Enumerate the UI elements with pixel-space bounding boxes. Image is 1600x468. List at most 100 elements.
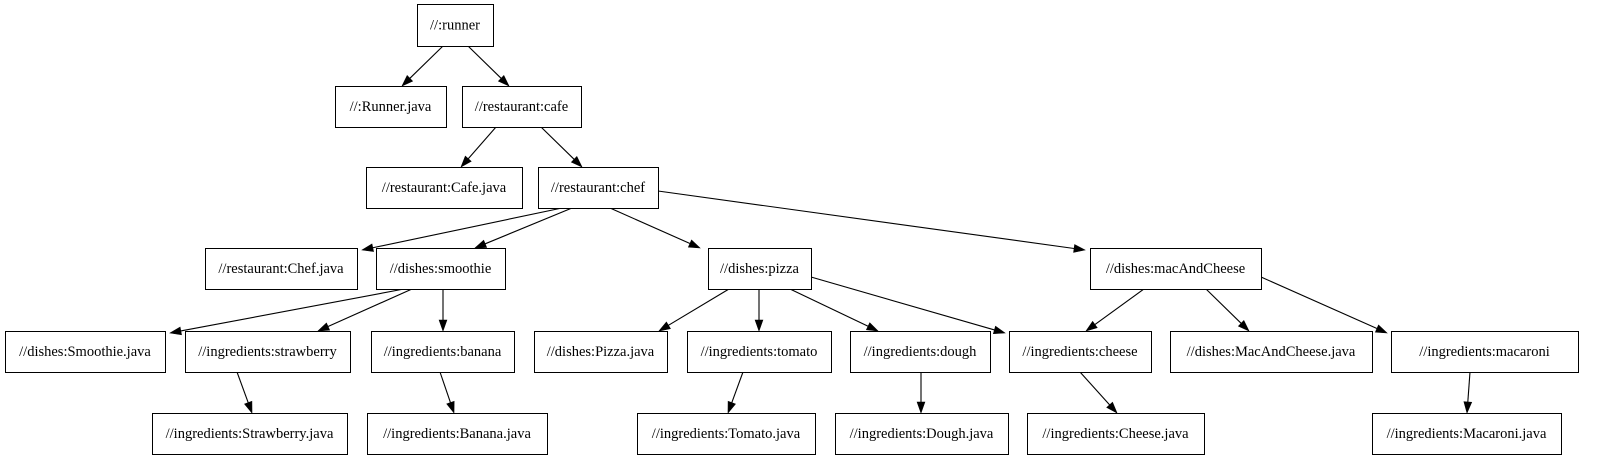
graph-node-dishes_smoothie[interactable]: //dishes:smoothie xyxy=(376,248,506,290)
edge-line xyxy=(731,371,744,403)
edge-line xyxy=(467,126,497,160)
node-label: //ingredients:Tomato.java xyxy=(652,426,801,442)
graph-node-tomato_java[interactable]: //ingredients:Tomato.java xyxy=(637,413,816,455)
graph-node-dishes_macandch[interactable]: //dishes:macAndCheese xyxy=(1090,248,1262,290)
node-box[interactable] xyxy=(534,331,668,373)
node-box[interactable] xyxy=(462,86,582,128)
graph-node-banana_java[interactable]: //ingredients:Banana.java xyxy=(367,413,548,455)
graph-node-runner[interactable]: //:runner xyxy=(417,4,494,47)
edge-line xyxy=(236,371,249,403)
edge-arrowhead-icon xyxy=(446,400,455,414)
node-box[interactable] xyxy=(687,331,832,373)
graph-node-restaurant_chef[interactable]: //restaurant:chef xyxy=(538,167,659,209)
graph-node-cheese_java[interactable]: //ingredients:Cheese.java xyxy=(1027,413,1205,455)
edge-line xyxy=(327,288,413,328)
graph-node-macandcheese_java[interactable]: //dishes:MacAndCheese.java xyxy=(1170,331,1373,373)
graph-edge xyxy=(1085,288,1145,332)
edge-arrowhead-icon xyxy=(401,75,414,87)
edge-arrowhead-icon xyxy=(754,319,764,332)
node-label: //ingredients:Banana.java xyxy=(383,426,531,442)
node-label: //restaurant:Cafe.java xyxy=(382,180,507,196)
graph-edge xyxy=(438,289,448,332)
node-box[interactable] xyxy=(1027,413,1205,455)
node-box[interactable] xyxy=(335,86,447,128)
graph-edge xyxy=(474,207,573,249)
graph-edge xyxy=(169,288,405,336)
edge-arrowhead-icon xyxy=(865,322,879,332)
node-label: //dishes:Smoothie.java xyxy=(19,344,151,360)
graph-node-ing_strawberry[interactable]: //ingredients:strawberry xyxy=(185,331,351,373)
edge-line xyxy=(180,288,405,332)
graph-edge xyxy=(916,372,926,414)
node-label: //ingredients:Cheese.java xyxy=(1042,426,1189,442)
graph-node-macaroni_java[interactable]: //ingredients:Macaroni.java xyxy=(1372,413,1562,455)
nodes-layer: //:runner //:Runner.java //restaurant:cafe… xyxy=(5,4,1579,455)
graph-node-dishes_pizza[interactable]: //dishes:pizza xyxy=(708,248,812,290)
edge-line xyxy=(409,45,444,79)
edge-arrowhead-icon xyxy=(460,155,472,168)
graph-node-ing_cheese[interactable]: //ingredients:cheese xyxy=(1009,331,1152,373)
edge-line xyxy=(1079,371,1111,406)
edge-arrowhead-icon xyxy=(992,325,1006,335)
graph-node-ing_dough[interactable]: //ingredients:dough xyxy=(850,331,991,373)
graph-node-restaurant_cafe[interactable]: //restaurant:cafe xyxy=(462,86,582,128)
graph-edge xyxy=(236,371,253,414)
node-box[interactable] xyxy=(538,167,659,209)
edge-line xyxy=(372,207,563,249)
node-label: //restaurant:chef xyxy=(551,180,645,196)
node-box[interactable] xyxy=(366,167,523,209)
node-label: //ingredients:dough xyxy=(864,344,978,360)
node-label: //ingredients:strawberry xyxy=(198,344,337,360)
graph-edge xyxy=(789,288,879,332)
graph-edge xyxy=(460,126,497,168)
edge-arrowhead-icon xyxy=(1237,320,1250,332)
graph-node-ing_banana[interactable]: //ingredients:banana xyxy=(371,331,515,373)
node-box[interactable] xyxy=(1009,331,1152,373)
graph-node-cafe_java[interactable]: //restaurant:Cafe.java xyxy=(366,167,523,209)
graph-node-strawberry_java[interactable]: //ingredients:Strawberry.java xyxy=(152,413,348,455)
graph-edge xyxy=(810,276,1006,335)
edge-line xyxy=(467,45,502,79)
edge-line xyxy=(1467,371,1471,403)
node-box[interactable] xyxy=(1391,331,1579,373)
edge-arrowhead-icon xyxy=(1085,320,1098,332)
edge-arrowhead-icon xyxy=(169,326,182,336)
node-box[interactable] xyxy=(835,413,1009,455)
node-label: //ingredients:Macaroni.java xyxy=(1387,426,1547,442)
graph-edge xyxy=(361,207,563,252)
edge-arrowhead-icon xyxy=(1463,401,1473,414)
edges-layer xyxy=(169,45,1473,414)
edge-arrowhead-icon xyxy=(361,243,374,252)
node-box[interactable] xyxy=(850,331,991,373)
graph-node-smoothie_java[interactable]: //dishes:Smoothie.java xyxy=(5,331,166,373)
node-box[interactable] xyxy=(1090,248,1262,290)
node-box[interactable] xyxy=(205,248,358,290)
node-box[interactable] xyxy=(1170,331,1373,373)
graph-node-ing_macaroni[interactable]: //ingredients:macaroni xyxy=(1391,331,1579,373)
node-box[interactable] xyxy=(637,413,816,455)
node-box[interactable] xyxy=(417,4,494,47)
graph-node-ing_tomato[interactable]: //ingredients:tomato xyxy=(687,331,832,373)
edge-arrowhead-icon xyxy=(727,400,736,414)
node-box[interactable] xyxy=(708,248,812,290)
graph-node-runner_java[interactable]: //:Runner.java xyxy=(335,86,447,128)
node-box[interactable] xyxy=(376,248,506,290)
node-box[interactable] xyxy=(5,331,166,373)
graph-node-chef_java[interactable]: //restaurant:Chef.java xyxy=(205,248,358,290)
edge-line xyxy=(789,288,869,327)
edge-arrowhead-icon xyxy=(916,401,926,414)
node-box[interactable] xyxy=(371,331,515,373)
graph-edge xyxy=(1205,288,1250,332)
node-box[interactable] xyxy=(1372,413,1562,455)
graph-node-pizza_java[interactable]: //dishes:Pizza.java xyxy=(534,331,668,373)
graph-edge xyxy=(467,45,510,87)
node-box[interactable] xyxy=(367,413,548,455)
edge-arrowhead-icon xyxy=(570,156,583,168)
node-label: //ingredients:banana xyxy=(384,344,502,360)
node-box[interactable] xyxy=(152,413,348,455)
graph-edge xyxy=(439,371,455,414)
node-label: //dishes:pizza xyxy=(720,261,799,277)
graph-node-dough_java[interactable]: //ingredients:Dough.java xyxy=(835,413,1009,455)
node-box[interactable] xyxy=(185,331,351,373)
